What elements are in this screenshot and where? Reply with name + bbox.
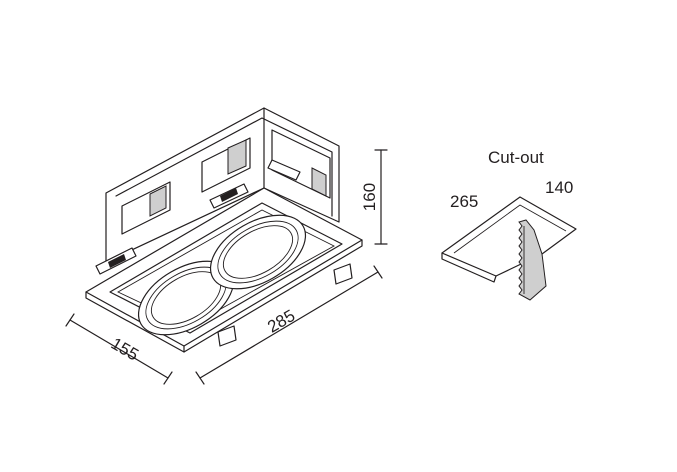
dimension-line-height — [374, 149, 388, 245]
mounting-tab-right — [333, 263, 353, 285]
luminaire-housing — [105, 107, 340, 263]
dimension-line-depth — [65, 313, 173, 385]
spring-clip-left — [95, 247, 137, 275]
cutout-label-width: 140 — [545, 178, 573, 197]
spring-clip-middle — [209, 183, 249, 209]
cutout-label-length: 265 — [450, 192, 478, 211]
dimension-line-width — [195, 265, 383, 385]
mounting-tab-front — [217, 325, 237, 347]
lamp-ring-right — [209, 214, 307, 290]
spring-clip-right — [267, 159, 301, 181]
dimension-label-height: 160 — [360, 183, 379, 211]
dimension-label-width: 285 — [264, 306, 298, 337]
cutout-title: Cut-out — [488, 148, 544, 167]
cutout-panel — [441, 196, 577, 301]
